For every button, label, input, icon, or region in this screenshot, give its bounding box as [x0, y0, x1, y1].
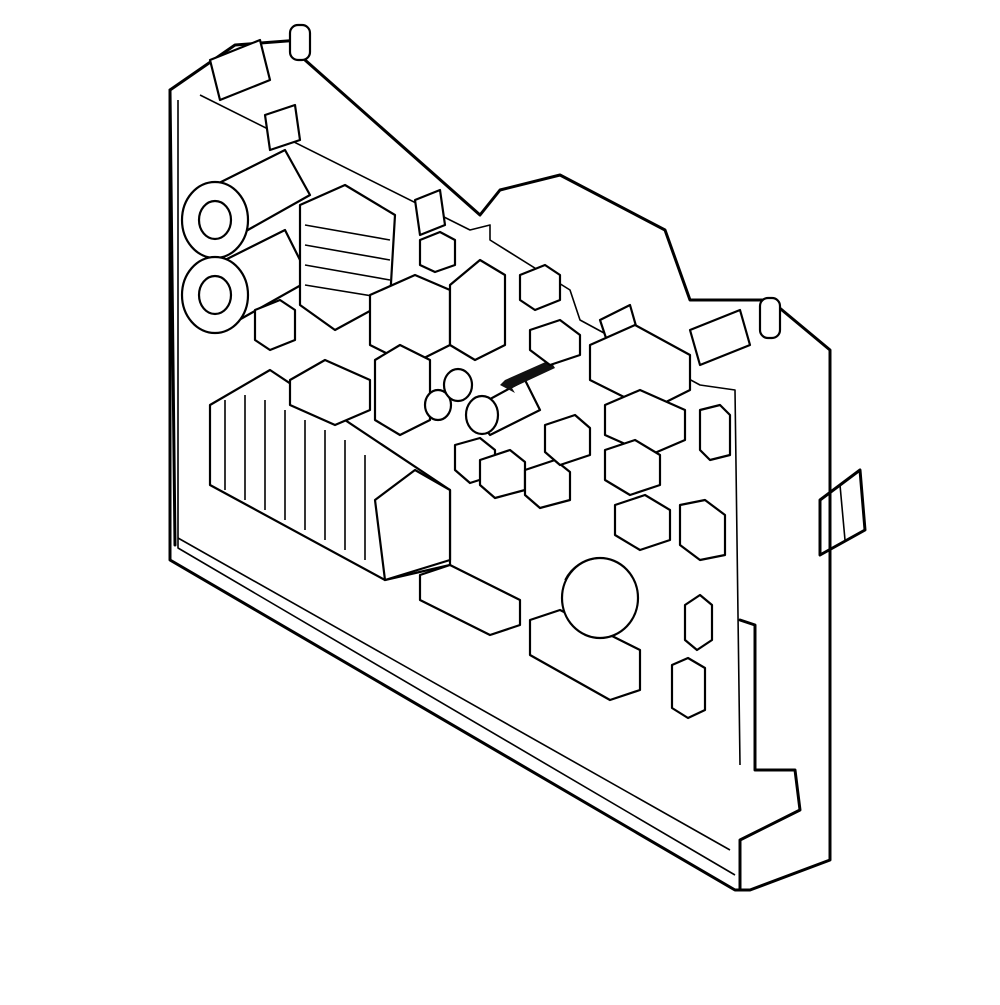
small-capacitors	[423, 367, 542, 437]
relays	[288, 258, 692, 552]
heat-sink-large	[208, 368, 452, 582]
round-buzzer	[560, 556, 640, 640]
cylindrical-capacitors	[180, 148, 312, 335]
direction-arrow	[500, 360, 555, 393]
connector-blocks	[253, 230, 732, 720]
